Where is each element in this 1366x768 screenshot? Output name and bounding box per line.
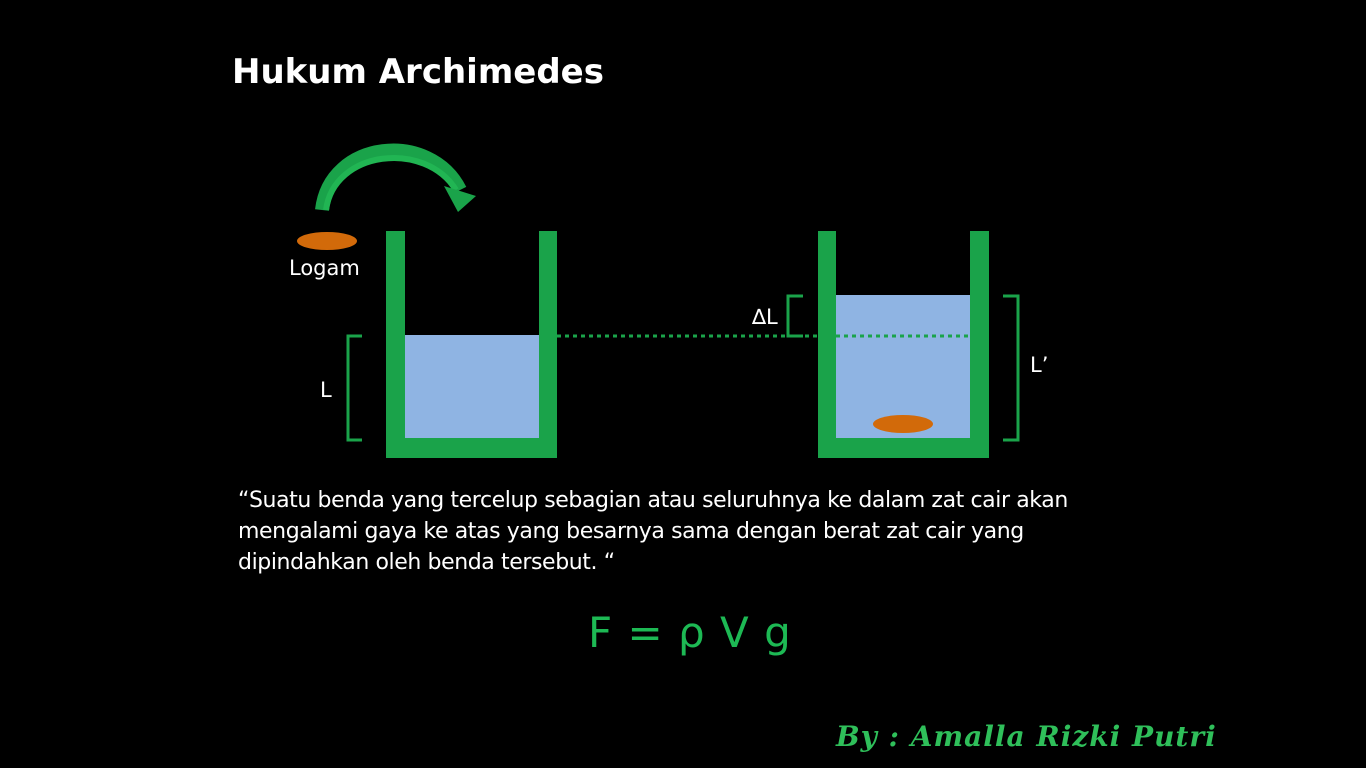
bracket-L bbox=[346, 334, 362, 442]
archimedes-statement: “Suatu benda yang tercelup sebagian atau… bbox=[238, 488, 1068, 575]
label-L: L bbox=[320, 378, 332, 402]
left-water bbox=[405, 335, 539, 438]
metal-piece-submerged bbox=[873, 415, 933, 433]
left-container bbox=[386, 231, 557, 458]
buoyancy-formula: F = ρ V g bbox=[588, 608, 792, 657]
curved-arrow-icon bbox=[315, 143, 476, 212]
label-delta-L: ∆L bbox=[752, 305, 778, 329]
author-credit: By : Amalla Rizki Putri bbox=[836, 720, 1217, 753]
label-L-prime: L’ bbox=[1030, 353, 1049, 377]
bracket-delta-L bbox=[786, 294, 803, 338]
metal-piece-outside bbox=[297, 232, 357, 250]
label-logam: Logam bbox=[289, 256, 360, 280]
bracket-L-prime bbox=[1003, 294, 1020, 442]
arrow-head bbox=[444, 186, 476, 212]
right-container bbox=[818, 231, 989, 458]
right-water bbox=[836, 295, 970, 438]
slide-title: Hukum Archimedes bbox=[232, 52, 604, 92]
